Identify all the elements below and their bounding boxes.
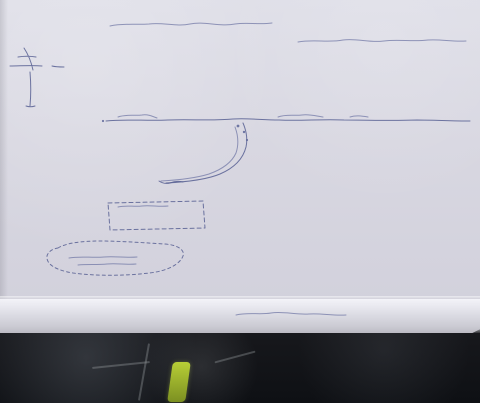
lower-edge-scribble	[235, 311, 347, 316]
dark-background-surface	[0, 333, 480, 403]
oval-interior-text-2	[77, 263, 137, 266]
left-oval-shape	[46, 240, 184, 276]
dashed-box	[107, 200, 206, 231]
ink-dot-4	[101, 119, 105, 123]
main-line-handwriting-2	[277, 114, 324, 118]
top-handwriting-line-left	[109, 22, 273, 27]
left-symbol-main	[9, 47, 43, 108]
dashed-box-top-text	[117, 205, 169, 208]
curved-connector-shadow	[160, 126, 239, 182]
main-line-handwriting-3	[349, 115, 369, 118]
ink-dot-1	[236, 124, 240, 128]
paper-edge-shadow	[0, 0, 8, 304]
left-symbol-dash	[51, 65, 65, 68]
top-handwriting-line-right	[297, 39, 467, 43]
oval-interior-text	[68, 256, 138, 259]
main-line-handwriting-1	[117, 114, 158, 119]
curved-connector	[165, 122, 248, 184]
paper-sheet	[0, 0, 480, 304]
connector-endpoint	[158, 180, 184, 184]
ink-dot-3	[245, 138, 249, 142]
main-horizontal-line	[105, 118, 471, 122]
ink-dot-2	[242, 130, 246, 134]
